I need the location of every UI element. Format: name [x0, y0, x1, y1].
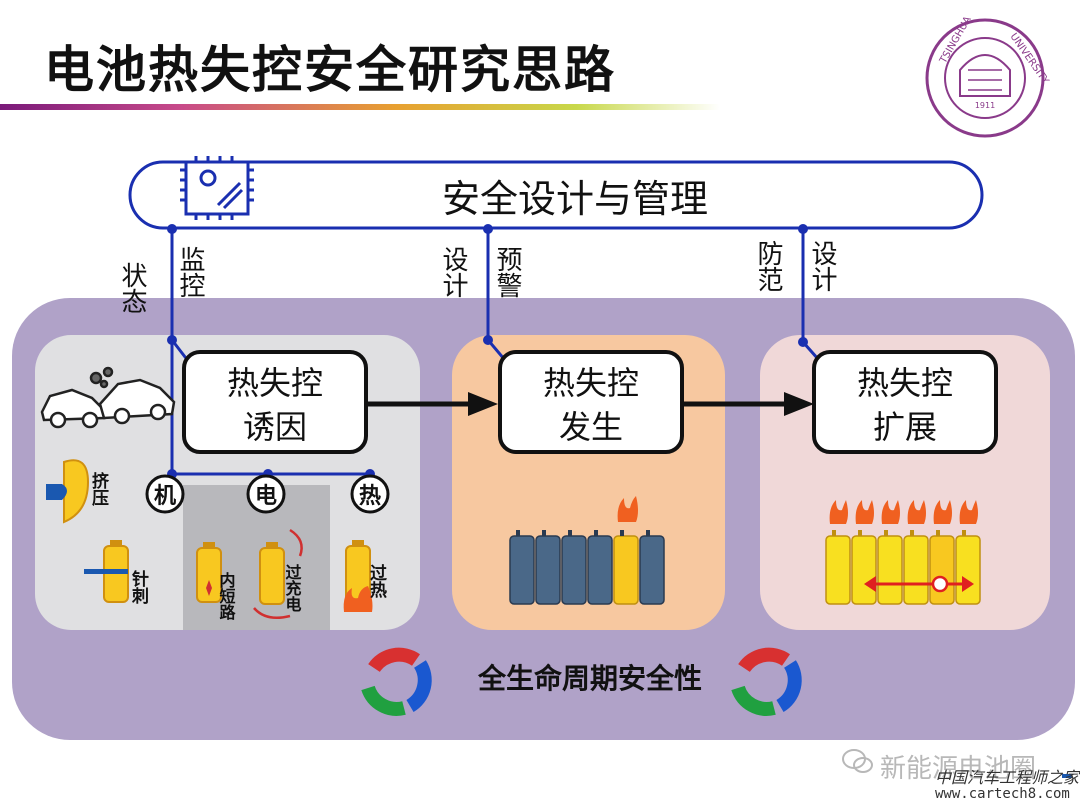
wechat-icon — [842, 749, 873, 773]
overcharge-icon: 过充电 — [253, 528, 303, 619]
battery-pack-occurrence — [509, 496, 665, 605]
battery-pack-propagation — [825, 500, 981, 605]
cause-type-mechanical: 机 — [145, 474, 185, 514]
crush-icon: 挤压 — [46, 459, 109, 524]
internal-short-icon: 内短路 — [196, 542, 236, 621]
stage-label: 热失控 — [543, 364, 639, 402]
stage-box-propagation: 热失控 扩展 — [812, 350, 998, 454]
page-marker — [1062, 774, 1072, 778]
connector-label: 预警 — [492, 246, 522, 298]
car-collision-icon — [40, 366, 176, 429]
stage-label: 扩展 — [873, 408, 937, 446]
stage-label: 发生 — [559, 408, 623, 446]
cause-label: 过热 — [366, 564, 387, 599]
top-bar — [128, 160, 984, 230]
cause-type-label: 热 — [359, 483, 381, 509]
top-bar-label: 安全设计与管理 — [442, 177, 708, 221]
connector-label: 设计 — [807, 240, 837, 292]
stage-label: 热失控 — [227, 364, 323, 402]
connector-label-warning: 设计 预警 — [438, 246, 522, 298]
cause-type-electrical: 电 — [246, 474, 286, 514]
cause-label: 针刺 — [128, 569, 149, 605]
connector-label: 状态 — [117, 262, 147, 314]
stage-arrows — [366, 392, 814, 416]
cause-type-label: 电 — [255, 484, 277, 509]
bottom-label: 全生命周期安全性 — [477, 662, 702, 695]
cause-type-label: 机 — [154, 484, 176, 509]
cause-label: 挤压 — [88, 471, 109, 507]
lifecycle-cycle-icon-right — [731, 647, 802, 716]
svg-text:TSINGHUA: TSINGHUA — [938, 15, 974, 67]
overheat-icon: 过热 — [343, 540, 387, 612]
title-underline — [0, 104, 720, 110]
connector-label-monitor: 状态 监控 — [117, 246, 205, 314]
cause-label: 过充电 — [283, 563, 302, 612]
stage-box-cause: 热失控 诱因 — [182, 350, 368, 454]
svg-text:1911: 1911 — [975, 101, 995, 110]
lifecycle-cycle-icon-left — [361, 647, 432, 716]
connector-label: 监控 — [175, 246, 205, 298]
chip-icon — [180, 156, 254, 220]
connector-label: 设计 — [438, 246, 468, 298]
stage-label: 诱因 — [243, 408, 307, 446]
connector-label-prevention: 防范 设计 — [753, 240, 837, 292]
stage-box-occurrence: 热失控 发生 — [498, 350, 684, 454]
needle-icon: 针刺 — [84, 540, 149, 605]
cause-type-thermal: 热 — [350, 474, 390, 514]
connector-label: 防范 — [753, 240, 783, 292]
watermark-account: 新能源电池圈 — [880, 754, 1037, 784]
university-seal-logo: 1911 TSINGHUA UNIVERSITY — [925, 15, 1051, 138]
watermark-url: www.cartech8.com — [935, 786, 1070, 802]
watermark-site-name: 中国汽车工程师之家 — [935, 768, 1080, 787]
stage-label: 热失控 — [857, 364, 953, 402]
page-title: 电池热失控安全研究思路 — [44, 41, 616, 99]
cause-label: 内短路 — [217, 571, 236, 621]
